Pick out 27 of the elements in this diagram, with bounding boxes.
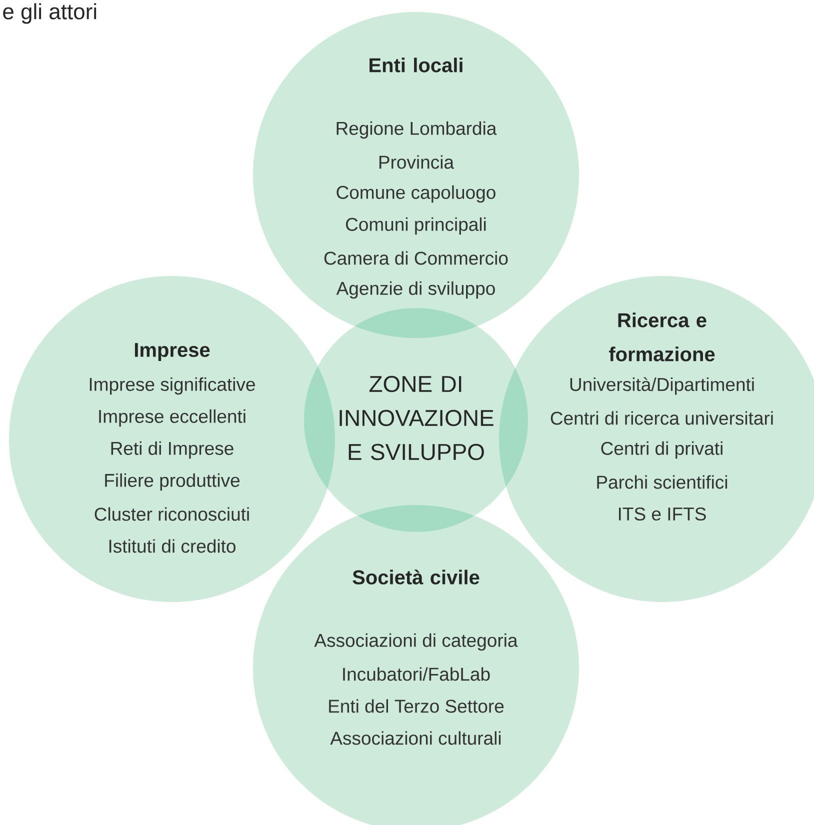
circle-heading: Imprese — [134, 343, 210, 361]
list-item: Università/Dipartimenti — [570, 377, 754, 395]
list-item: Associazioni culturali — [330, 731, 501, 745]
list-item: Incubatori/FabLab — [343, 667, 490, 681]
list-item: Parchi scientifici — [597, 475, 728, 489]
circle-heading: Ricerca e formazione — [609, 312, 715, 362]
list-item: Imprese significative — [90, 377, 255, 395]
list-item: Filiere produttive — [105, 473, 240, 491]
circle-heading: Società civile — [352, 570, 480, 584]
list-item: Istituti di credito — [109, 539, 236, 553]
list-item: Reti di Imprese — [111, 441, 234, 459]
list-item: Comune capoluogo — [336, 185, 496, 203]
list-item: Cluster riconosciuti — [94, 507, 249, 521]
list-item: Imprese eccellenti — [99, 409, 246, 427]
center-label: ZONE DI INNOVAZIONE E SVILUPPO — [340, 376, 494, 460]
list-item: Centri di privati — [601, 441, 722, 459]
heading: e gli attori — [3, 3, 96, 24]
circle-heading: Enti locali — [370, 58, 462, 72]
list-item: Comuni principali — [346, 217, 486, 235]
list-item: Associazioni di categoria — [314, 633, 518, 651]
list-item: Provincia — [379, 155, 454, 169]
list-item: Regione Lombardia — [336, 121, 497, 139]
list-item: ITS e IFTS — [619, 507, 706, 521]
list-item: Camera di Commercio — [324, 251, 508, 265]
list-item: Agenzie di sviluppo — [336, 281, 495, 299]
list-item: Centri di ricerca universitari — [550, 411, 773, 425]
list-item: Enti del Terzo Settore — [329, 699, 504, 713]
